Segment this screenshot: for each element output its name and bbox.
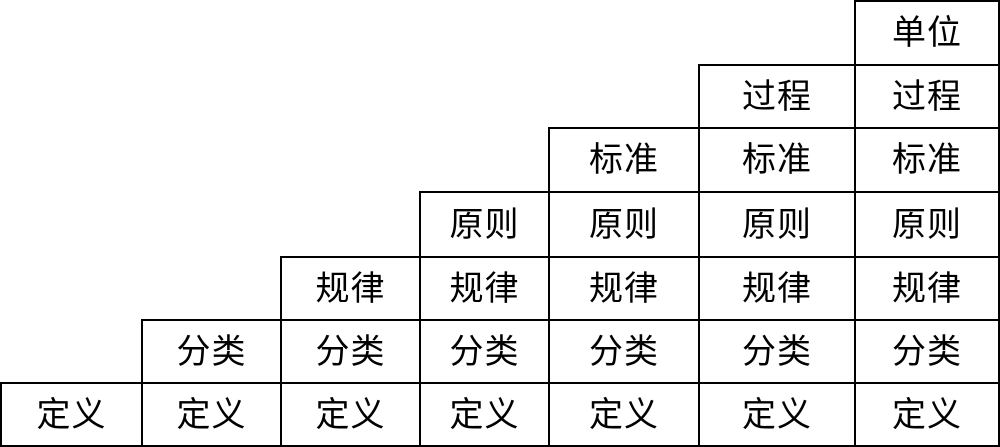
cell-col5-definition: 定义 bbox=[698, 382, 856, 447]
cell-col5-standard: 标准 bbox=[698, 127, 856, 193]
cell-col2-classification: 分类 bbox=[280, 319, 421, 384]
cell-col4-definition: 定义 bbox=[548, 382, 700, 447]
cell-col4-law: 规律 bbox=[548, 256, 700, 321]
cell-col5-classification: 分类 bbox=[698, 319, 856, 384]
cell-col3-definition: 定义 bbox=[419, 382, 550, 447]
cell-col3-law: 规律 bbox=[419, 256, 550, 321]
cell-col1-definition: 定义 bbox=[141, 382, 282, 447]
cell-col4-classification: 分类 bbox=[548, 319, 700, 384]
cell-col3-classification: 分类 bbox=[419, 319, 550, 384]
cell-col5-principle: 原则 bbox=[698, 191, 856, 258]
cell-col4-principle: 原则 bbox=[548, 191, 700, 258]
cell-col6-law: 规律 bbox=[854, 256, 1000, 321]
cell-col6-definition: 定义 bbox=[854, 382, 1000, 447]
cell-col5-law: 规律 bbox=[698, 256, 856, 321]
cell-col0-definition: 定义 bbox=[0, 382, 143, 447]
cell-col6-standard: 标准 bbox=[854, 127, 1000, 193]
cell-col6-classification: 分类 bbox=[854, 319, 1000, 384]
cell-col3-principle: 原则 bbox=[419, 191, 550, 258]
cell-col5-process: 过程 bbox=[698, 64, 856, 129]
cell-col2-definition: 定义 bbox=[280, 382, 421, 447]
cell-col2-law: 规律 bbox=[280, 256, 421, 321]
cell-col4-standard: 标准 bbox=[548, 127, 700, 193]
cell-col6-process: 过程 bbox=[854, 64, 1000, 129]
cell-col1-classification: 分类 bbox=[141, 319, 282, 384]
cell-col6-principle: 原则 bbox=[854, 191, 1000, 258]
cell-col6-unit: 单位 bbox=[854, 0, 1000, 66]
